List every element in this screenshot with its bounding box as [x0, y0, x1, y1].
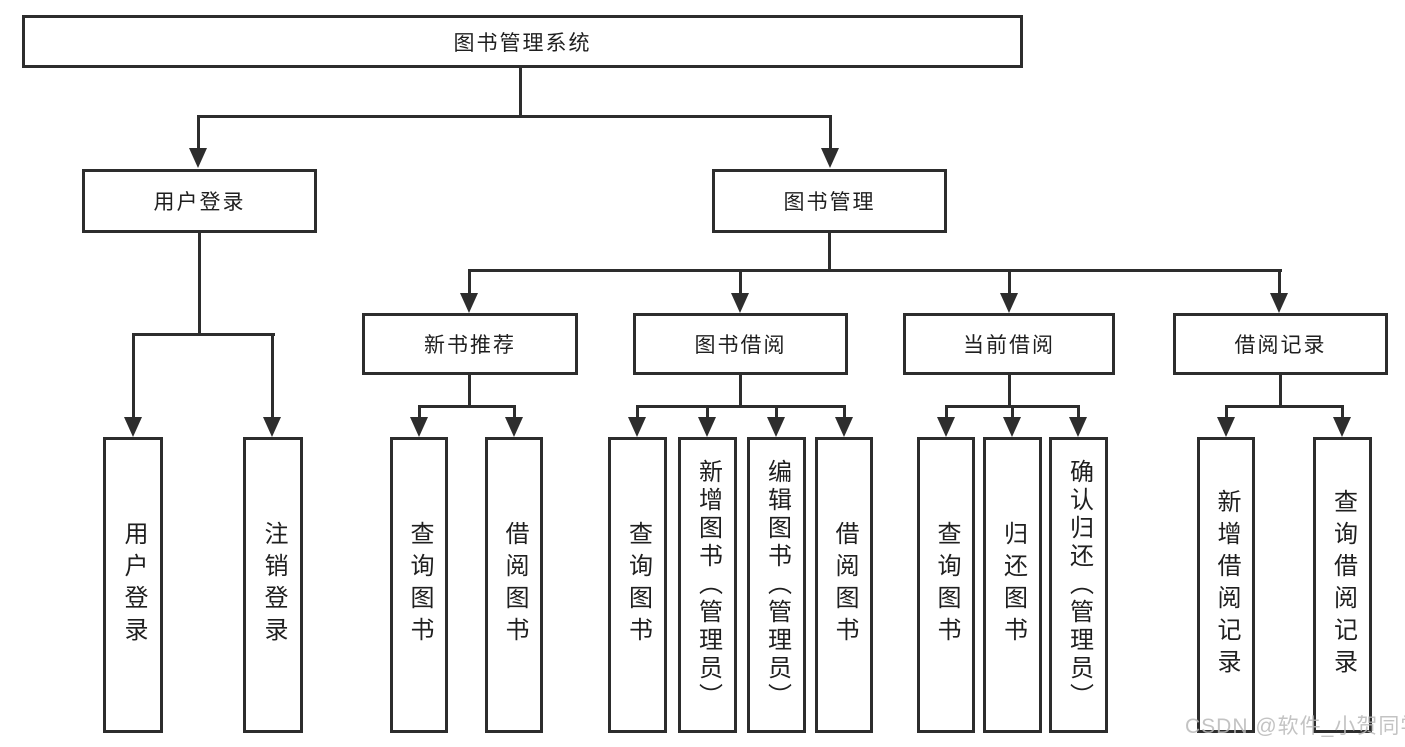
arrow-down-icon	[410, 417, 428, 437]
arrow-down-icon	[460, 293, 478, 313]
connector-line	[706, 405, 709, 419]
node-query-borrow-record-label: 查询借阅记录	[1329, 489, 1357, 681]
connector-line	[828, 233, 831, 272]
connector-line	[1011, 405, 1014, 419]
arrow-down-icon	[124, 417, 142, 437]
node-query-book-borrowing: 查询图书	[608, 437, 667, 733]
node-borrow-records-label: 借阅记录	[1234, 334, 1327, 357]
connector-line	[197, 115, 832, 118]
arrow-down-icon	[1003, 417, 1021, 437]
connector-line	[198, 233, 201, 336]
node-logout-action: 注销登录	[243, 437, 303, 733]
connector-line	[418, 405, 421, 419]
connector-line	[739, 375, 742, 408]
node-add-borrow-record-label: 新增借阅记录	[1213, 489, 1240, 681]
connector-line	[132, 333, 135, 417]
node-login-action-label: 用户登录	[120, 521, 147, 649]
connector-line	[1225, 405, 1344, 408]
node-current-borrowing: 当前借阅	[903, 313, 1115, 375]
connector-line	[1077, 405, 1080, 419]
node-edit-book-admin-label: 编辑图书（管理员）	[763, 459, 791, 711]
arrow-down-icon	[505, 417, 523, 437]
arrow-down-icon	[263, 417, 281, 437]
node-query-borrow-record: 查询借阅记录	[1313, 437, 1372, 733]
arrow-down-icon	[767, 417, 785, 437]
connector-line	[636, 405, 845, 408]
connector-line	[271, 333, 274, 417]
connector-line	[1341, 405, 1344, 419]
node-borrow-book-recommend-label: 借阅图书	[501, 521, 528, 649]
arrow-down-icon	[1069, 417, 1087, 437]
arrow-down-icon	[1333, 417, 1351, 437]
node-borrow-records: 借阅记录	[1173, 313, 1388, 375]
node-confirm-return-admin: 确认归还（管理员）	[1049, 437, 1108, 733]
node-borrow-book-recommend: 借阅图书	[485, 437, 543, 733]
arrow-down-icon	[628, 417, 646, 437]
node-login-action: 用户登录	[103, 437, 163, 733]
connector-line	[513, 405, 516, 419]
node-book-management: 图书管理	[712, 169, 947, 233]
arrow-down-icon	[937, 417, 955, 437]
node-query-book-current: 查询图书	[917, 437, 975, 733]
node-return-book-label: 归还图书	[999, 521, 1027, 649]
arrow-down-icon	[1270, 293, 1288, 313]
arrow-down-icon	[189, 148, 207, 168]
node-new-book-recommend-label: 新书推荐	[424, 334, 516, 357]
connector-line	[468, 269, 471, 296]
node-library-system: 图书管理系统	[22, 15, 1023, 68]
arrow-down-icon	[821, 148, 839, 168]
connector-line	[1225, 405, 1228, 419]
connector-line	[775, 405, 778, 419]
connector-line	[197, 115, 200, 150]
arrow-down-icon	[698, 417, 716, 437]
node-current-borrowing-label: 当前借阅	[963, 334, 1055, 357]
connector-line	[418, 405, 516, 408]
node-book-borrowing: 图书借阅	[633, 313, 848, 375]
node-new-book-recommend: 新书推荐	[362, 313, 578, 375]
node-add-book-admin: 新增图书（管理员）	[678, 437, 737, 733]
node-query-book-borrowing-label: 查询图书	[624, 521, 652, 649]
connector-line	[1008, 375, 1011, 408]
node-user-login: 用户登录	[82, 169, 317, 233]
connector-line	[636, 405, 639, 419]
node-add-borrow-record: 新增借阅记录	[1197, 437, 1255, 733]
connector-line	[1279, 375, 1282, 408]
node-library-system-label: 图书管理系统	[453, 31, 592, 55]
node-query-book-current-label: 查询图书	[933, 521, 960, 649]
node-book-management-label: 图书管理	[783, 191, 876, 214]
node-user-login-label: 用户登录	[153, 191, 246, 214]
node-confirm-return-admin-label: 确认归还（管理员）	[1065, 459, 1093, 711]
connector-line	[843, 405, 846, 419]
node-borrow-book: 借阅图书	[815, 437, 873, 733]
node-borrow-book-label: 借阅图书	[831, 521, 858, 649]
node-edit-book-admin: 编辑图书（管理员）	[747, 437, 806, 733]
connector-line	[468, 375, 471, 408]
connector-line	[945, 405, 948, 419]
node-query-book-recommend-label: 查询图书	[406, 521, 433, 649]
node-query-book-recommend: 查询图书	[390, 437, 448, 733]
node-book-borrowing-label: 图书借阅	[694, 334, 787, 357]
node-add-book-admin-label: 新增图书（管理员）	[694, 459, 722, 711]
connector-line	[829, 115, 832, 150]
arrow-down-icon	[835, 417, 853, 437]
node-logout-action-label: 注销登录	[260, 521, 287, 649]
csdn-watermark: CSDN @软件_小贺同学	[1185, 715, 1405, 738]
node-return-book: 归还图书	[983, 437, 1042, 733]
arrow-down-icon	[1000, 293, 1018, 313]
connector-line	[1008, 269, 1011, 296]
arrow-down-icon	[731, 293, 749, 313]
connector-line	[519, 68, 522, 118]
connector-line	[132, 333, 275, 336]
connector-line	[739, 269, 742, 296]
connector-line	[1278, 269, 1281, 296]
arrow-down-icon	[1217, 417, 1235, 437]
connector-line	[468, 269, 1282, 272]
